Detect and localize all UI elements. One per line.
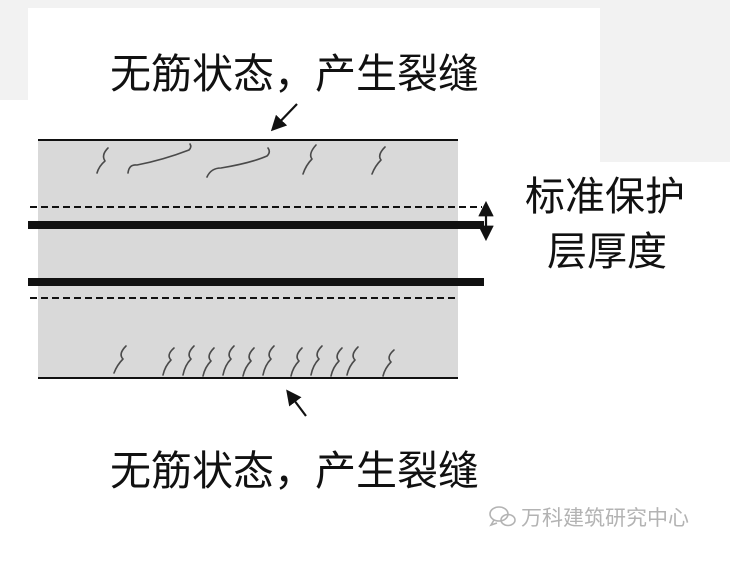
crack (206, 147, 271, 178)
crack (113, 345, 127, 374)
crack (346, 346, 359, 376)
watermark-text: 万科建筑研究中心 (521, 506, 689, 530)
concrete-slab (38, 140, 458, 378)
crack (182, 345, 195, 376)
crack (96, 147, 109, 174)
top-label: 无筋状态，产生裂缝 (110, 50, 479, 98)
bottom-label: 无筋状态，产生裂缝 (110, 447, 479, 495)
crack (371, 146, 386, 175)
cover-thickness-label-line-2: 层厚度 (547, 229, 667, 275)
crack (222, 345, 235, 376)
crack (330, 347, 343, 377)
cover-thickness-label-line-1: 标准保护 (525, 174, 685, 220)
page-background (0, 0, 730, 162)
crack (162, 347, 175, 376)
bottom-crack-pointer-arrow (286, 389, 307, 417)
crack (242, 347, 255, 377)
crack (290, 347, 303, 377)
wechat-icon (489, 506, 516, 527)
crack (310, 345, 323, 376)
top-cracks (96, 143, 386, 178)
crack (262, 345, 275, 376)
bottom-cracks (113, 345, 395, 377)
crack (382, 349, 395, 377)
crack (127, 143, 192, 174)
crack (202, 347, 215, 377)
crack (302, 144, 317, 175)
top-crack-pointer-arrow (270, 103, 298, 132)
